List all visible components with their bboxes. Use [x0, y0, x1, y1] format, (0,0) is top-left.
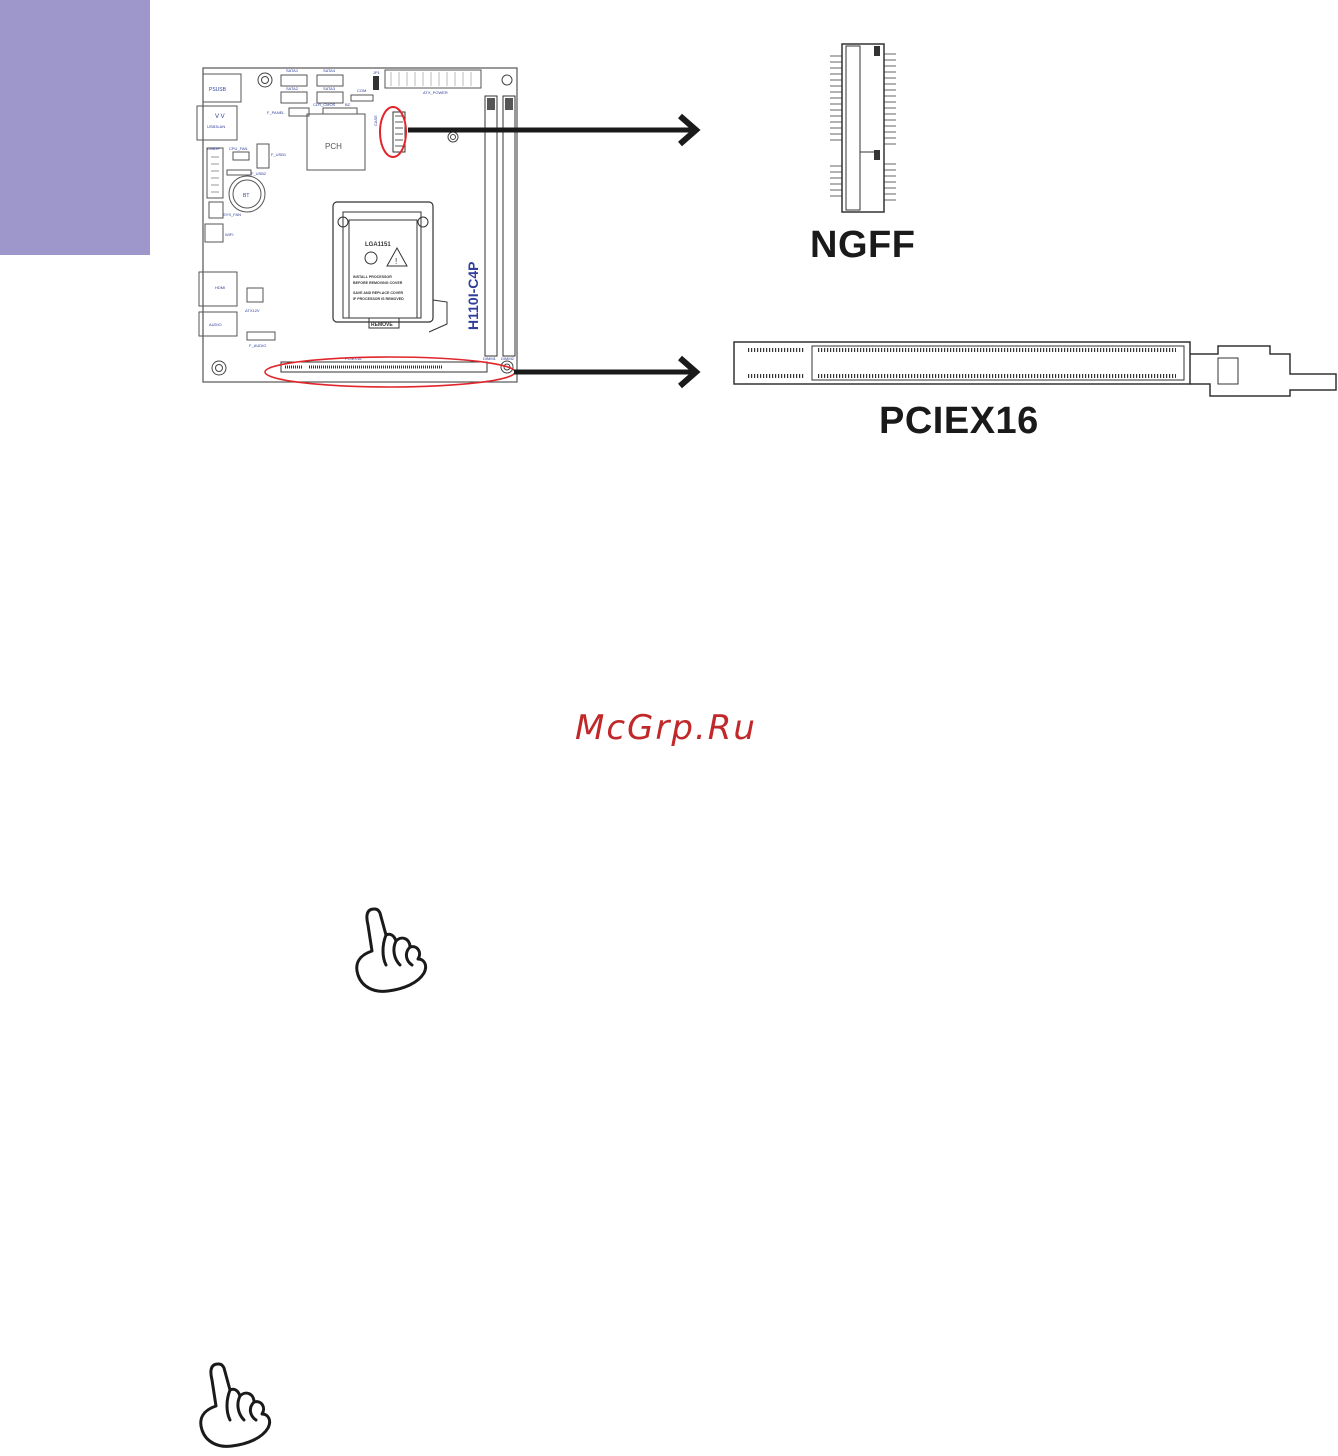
- pciex16-label: PCIEX16: [879, 400, 1039, 442]
- svg-text:LGA1151: LGA1151: [365, 242, 391, 248]
- svg-text:SATA3: SATA3: [323, 86, 336, 91]
- motherboard-diagram: PSUSB V V USB3LAN USB3F SYS_FAN WIFI HDM…: [196, 67, 518, 388]
- mounting-hole: [257, 72, 273, 88]
- svg-text:F_USB2: F_USB2: [251, 171, 267, 176]
- ngff-label: NGFF: [810, 224, 916, 266]
- svg-text:AUDIO: AUDIO: [209, 322, 222, 327]
- svg-text:F_USB1: F_USB1: [271, 152, 287, 157]
- pointing-hand-icon: [199, 1362, 272, 1448]
- svg-text:F_PANEL: F_PANEL: [267, 110, 285, 115]
- svg-text:REMOVE: REMOVE: [371, 322, 393, 328]
- svg-text:CASE: CASE: [373, 115, 378, 126]
- svg-text:SAVE AND REPLACE COVER: SAVE AND REPLACE COVER: [353, 291, 404, 295]
- pciex16-slot-drawing: [733, 341, 1337, 397]
- svg-text:PCH: PCH: [325, 142, 342, 151]
- svg-text:HDMI: HDMI: [215, 285, 225, 290]
- svg-text:ATX12V: ATX12V: [245, 308, 260, 313]
- svg-text:CLR_CMOS: CLR_CMOS: [313, 102, 336, 107]
- svg-text:V V: V V: [215, 114, 225, 120]
- pointing-hand-icon: [355, 907, 428, 993]
- svg-text:SATA4: SATA4: [323, 68, 336, 73]
- svg-text:JP1: JP1: [373, 70, 381, 75]
- svg-text:DIMM1: DIMM1: [483, 356, 497, 361]
- svg-text:WIFI: WIFI: [225, 232, 233, 237]
- svg-text:USB3F: USB3F: [207, 146, 220, 151]
- svg-text:!: !: [395, 257, 397, 266]
- svg-text:PCIEX16: PCIEX16: [345, 356, 362, 361]
- ngff-connector-drawing: [830, 43, 896, 213]
- svg-text:F_AUDIO: F_AUDIO: [249, 343, 266, 348]
- svg-text:PSUSB: PSUSB: [209, 87, 227, 93]
- svg-text:BZ: BZ: [345, 102, 351, 107]
- svg-text:CPU_FAN: CPU_FAN: [229, 146, 248, 151]
- svg-text:BEFORE REMOVING COVER: BEFORE REMOVING COVER: [353, 281, 403, 285]
- svg-text:IF PROCESSOR IS REMOVED: IF PROCESSOR IS REMOVED: [353, 297, 404, 301]
- watermark-text: McGrp.Ru: [575, 708, 757, 748]
- svg-text:COM: COM: [357, 88, 366, 93]
- svg-text:SYS_FAN: SYS_FAN: [223, 212, 241, 217]
- svg-text:H110I-C4P: H110I-C4P: [465, 262, 481, 330]
- svg-text:USB3LAN: USB3LAN: [207, 124, 225, 129]
- svg-text:ATX_POWER: ATX_POWER: [423, 90, 448, 95]
- svg-text:DIMM2: DIMM2: [501, 356, 515, 361]
- chapter-tab-bar: [0, 0, 150, 255]
- ngff-highlight: [379, 106, 407, 158]
- svg-text:BT: BT: [243, 193, 249, 199]
- svg-text:SATA1: SATA1: [286, 68, 299, 73]
- svg-text:INSTALL PROCESSOR: INSTALL PROCESSOR: [353, 275, 392, 279]
- svg-text:SATA2: SATA2: [286, 86, 299, 91]
